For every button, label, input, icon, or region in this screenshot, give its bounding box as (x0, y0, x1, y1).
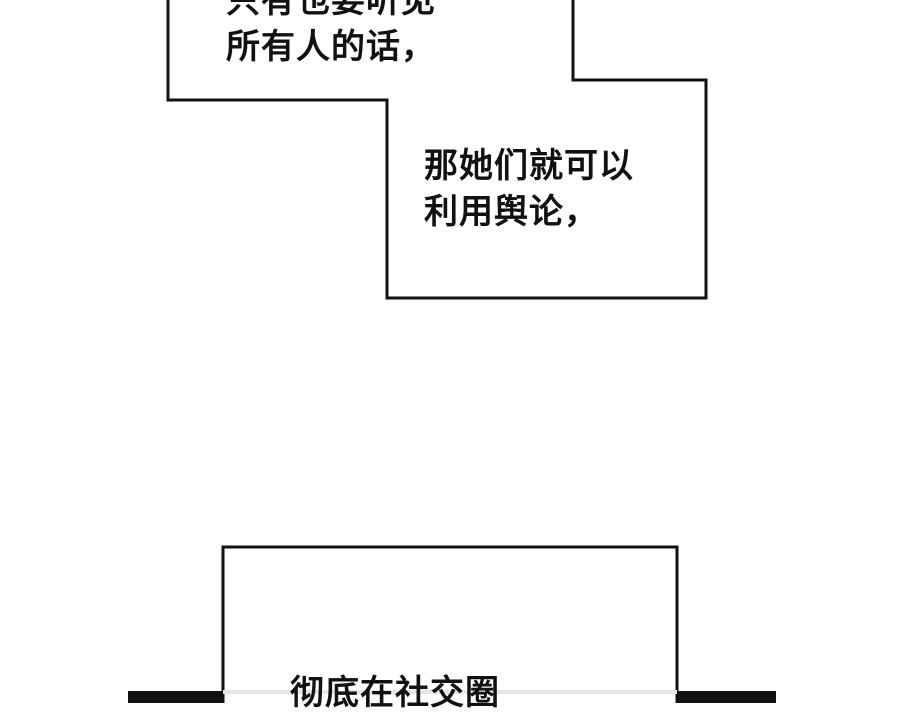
black-band-left (128, 691, 224, 703)
speech-line: 那她们就可以 (424, 146, 634, 186)
speech-line: 只有也要听见 (226, 0, 436, 21)
speech-line: 彻底在社交圈 (290, 673, 500, 713)
speech-text-bottom: 彻底在社交圈 (290, 670, 500, 716)
speech-text-middle: 那她们就可以 利用舆论， (424, 143, 634, 235)
panel-divider (223, 690, 677, 694)
speech-text-top: 只有也要听见 所有人的话， (226, 0, 436, 70)
speech-box-bottom (221, 545, 679, 703)
speech-line: 利用舆论， (424, 192, 599, 232)
speech-line: 所有人的话， (226, 27, 436, 67)
black-band-right (676, 691, 776, 703)
speech-box-top (166, 0, 708, 300)
